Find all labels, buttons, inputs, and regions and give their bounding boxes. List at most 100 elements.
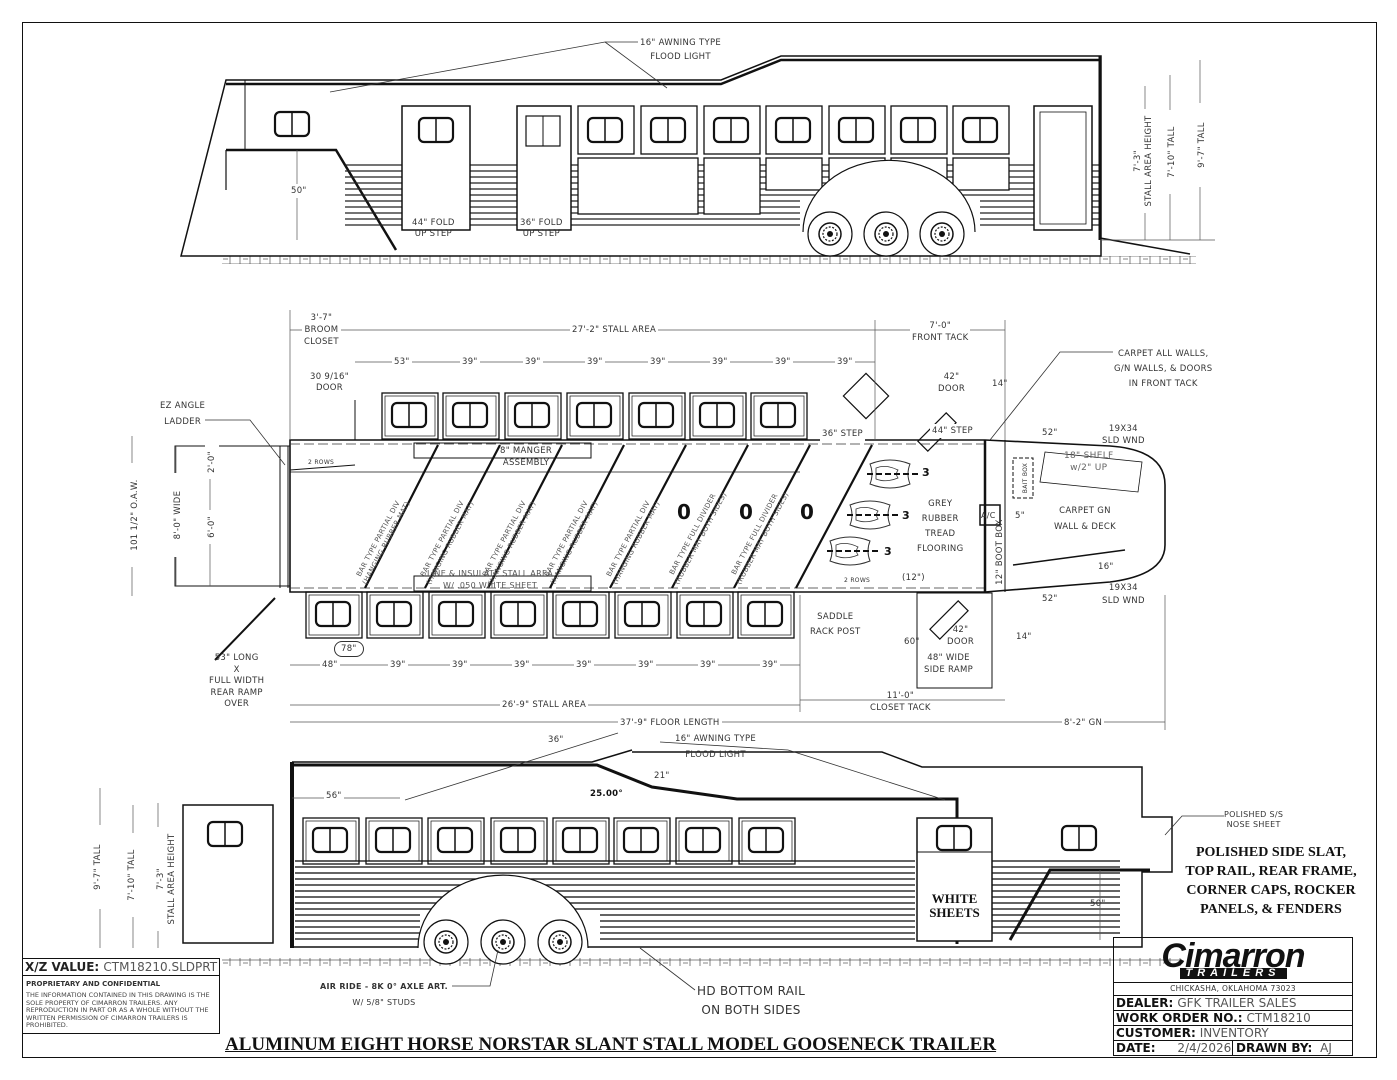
file-info-block: X/Z VALUE: CTM18210.SLDPRT PROPRIETARY A… (22, 958, 220, 1034)
top-flood-light-note: 16" AWNING TYPE FLOOD LIGHT (638, 36, 724, 64)
bottom-stall-width: 39" (450, 658, 470, 672)
dim-36: 36" (546, 733, 566, 747)
date-value: 2/4/2026 (1177, 1041, 1232, 1055)
broom-closet-label1: BROOM (304, 325, 339, 335)
saddle-rack-line1: SADDLE (817, 612, 854, 622)
boot-box-label: 12" BOOT BOX (995, 519, 1005, 585)
bottom-stall-width: 39" (574, 658, 594, 672)
polished-note-line1: POLISHED SIDE SLAT, (1195, 845, 1347, 860)
bottom-stall-width: 48" (320, 658, 340, 672)
saddle-count: 3 (902, 509, 910, 522)
broom-closet-dim: 3'-7" BROOM CLOSET (302, 312, 341, 348)
top-tall-7-10-dim: 7'-10" TALL (1165, 110, 1179, 194)
cimarron-logo: Cimarron TRAILERS (1114, 938, 1352, 983)
rows-label: 2 ROWS (844, 577, 871, 584)
side-ramp-line2: SIDE RAMP (924, 665, 974, 675)
dim-78: 78" (334, 641, 364, 657)
drawn-by-label: DRAWN BY: (1236, 1041, 1313, 1055)
front-tack-dim: 7'-0" FRONT TACK (910, 320, 971, 344)
flooring-line4: FLOORING (917, 544, 964, 554)
proprietary-text: THE INFORMATION CONTAINED IN THIS DRAWIN… (26, 991, 210, 1029)
bottom-tall-9-7-dim: 9'-7" TALL (91, 825, 105, 909)
top-stall-area-height-value: 7'-3" (1133, 150, 1143, 172)
interior-width-dim: 8'-0" WIDE (171, 473, 185, 557)
flooring-line1: GREY (928, 499, 953, 509)
bottom-stall-width: 39" (698, 658, 718, 672)
top-flood-light-line1: 16" AWNING TYPE (640, 38, 722, 48)
carpet-note-line2: G/N WALLS, & DOORS (1114, 364, 1213, 374)
window-top-spec: 19X34 SLD WND (1100, 423, 1147, 447)
carpet-gn-line2: WALL & DECK (1054, 522, 1116, 532)
nose-sheet-note: POLISHED S/S NOSE SHEET (1222, 810, 1285, 830)
white-sheets-line1: WHITE (931, 891, 978, 906)
top-stall-width: 39" (648, 355, 668, 369)
top-stall-width: 39" (773, 355, 793, 369)
top-stall-area-height-dim: 7'-3" STALL AREA HEIGHT (1133, 109, 1155, 213)
manger-assembly-note: 8" MANGER ASSEMBLY (498, 445, 554, 469)
window-bottom-type: SLD WND (1102, 596, 1145, 606)
work-order-row: WORK ORDER NO.: CTM18210 (1114, 1011, 1352, 1026)
window-top-size: 19X34 (1108, 424, 1138, 434)
bottom-flood-light-line1: 16" AWNING TYPE (675, 734, 757, 744)
window-top-type: SLD WND (1102, 436, 1145, 446)
polished-note-line2: TOP RAIL, REAR FRAME, (1185, 864, 1357, 879)
side-ramp-depth-dim: 60" (904, 637, 920, 647)
company-city: CHICKASHA, OKLAHOMA 73023 (1114, 983, 1352, 996)
customer-row: CUSTOMER: INVENTORY (1114, 1026, 1352, 1041)
carpet-note-line1: CARPET ALL WALLS, (1118, 349, 1209, 359)
top-stall-width: 39" (585, 355, 605, 369)
dealer-label: DEALER: (1116, 996, 1174, 1010)
gn-shelf-note: 18" SHELF w/2" UP (1062, 450, 1116, 474)
tie-ring-marker: 0 (739, 500, 754, 524)
customer-value: INVENTORY (1199, 1026, 1269, 1040)
closet-tack-label: CLOSET TACK (870, 703, 931, 713)
rear-ramp-line4: REAR RAMP (210, 687, 263, 698)
top-fold-step-36: 36" FOLD UP STEP (518, 218, 565, 240)
insulate-line2: W/ .050 WHITE SHEET (443, 581, 538, 590)
top-stall-area-height-label: STALL AREA HEIGHT (1144, 115, 1154, 207)
front-step-dim: 44" STEP (930, 424, 975, 438)
date-label: DATE: (1116, 1041, 1156, 1055)
brand-name: Cimarron (1161, 937, 1305, 975)
top-stall-width: 39" (460, 355, 480, 369)
dim-12: (12") (902, 573, 925, 583)
bottom-rail-line2: ON BOTH SIDES (701, 1003, 801, 1017)
rear-ramp-line1: 53" LONG (214, 653, 259, 663)
polished-note-line4: PANELS, & FENDERS (1200, 902, 1342, 917)
stall-area-top-dim: 27'-2" STALL AREA (570, 323, 659, 337)
side-door-value: 42" (952, 625, 969, 635)
carpet-note-line3: IN FRONT TACK (1128, 379, 1198, 389)
bottom-stall-width: 39" (760, 658, 780, 672)
bottom-tall-7-10-dim: 7'-10" TALL (125, 833, 139, 917)
top-fold-step-36-line1: 36" FOLD (520, 218, 563, 228)
side-door-label: DOOR (947, 637, 975, 647)
bottom-rail-line1: HD BOTTOM RAIL (697, 984, 806, 998)
rear-door-width-value: 30 9/16" (310, 372, 349, 382)
closet-tack-value: 11'-0" (886, 691, 915, 701)
top-stall-width: 39" (523, 355, 543, 369)
top-stall-width: 39" (835, 355, 855, 369)
side-door-offset-dim: 14" (1016, 632, 1032, 642)
top-stall-width: 53" (392, 355, 412, 369)
top-elevation-view (180, 41, 1215, 264)
ez-angle-ladder-note: EZ ANGLE LADDER (158, 398, 207, 430)
overall-width-dim: 101 1/2" O.A.W. (128, 463, 142, 567)
rear-2ft-dim: 2'-0" (205, 445, 219, 479)
insulate-line1: LINE & INSULATE STALL AREA (427, 569, 554, 578)
rear-ramp-line2: X (233, 664, 240, 675)
rear-door-width-dim: 30 9/16" DOOR (308, 372, 351, 394)
side-ramp-note: 48" WIDE SIDE RAMP (922, 652, 975, 676)
bottom-flood-light-line2: FLOOD LIGHT (685, 750, 746, 760)
ac-offset-dim: 5" (1015, 511, 1025, 521)
date-cell: DATE: 2/4/2026 (1116, 1041, 1232, 1055)
saddle-rack-line2: RACK POST (810, 627, 861, 637)
drawn-by-value: AJ (1320, 1041, 1332, 1055)
axle-note: AIR RIDE - 8K 0° AXLE ART. W/ 5/8" STUDS (318, 979, 450, 1011)
broom-closet-value: 3'-7" (310, 313, 333, 323)
window-bottom-offset-dim: 52" (1040, 592, 1060, 606)
carpet-gn-line1: CARPET GN (1059, 506, 1111, 516)
axle-line2: W/ 5/8" STUDS (352, 998, 416, 1007)
bottom-stall-area-height-label: STALL AREA HEIGHT (167, 833, 177, 925)
closet-tack-dim: 11'-0" CLOSET TACK (868, 690, 933, 714)
roof-angle-dim: 25.00° (590, 789, 623, 799)
